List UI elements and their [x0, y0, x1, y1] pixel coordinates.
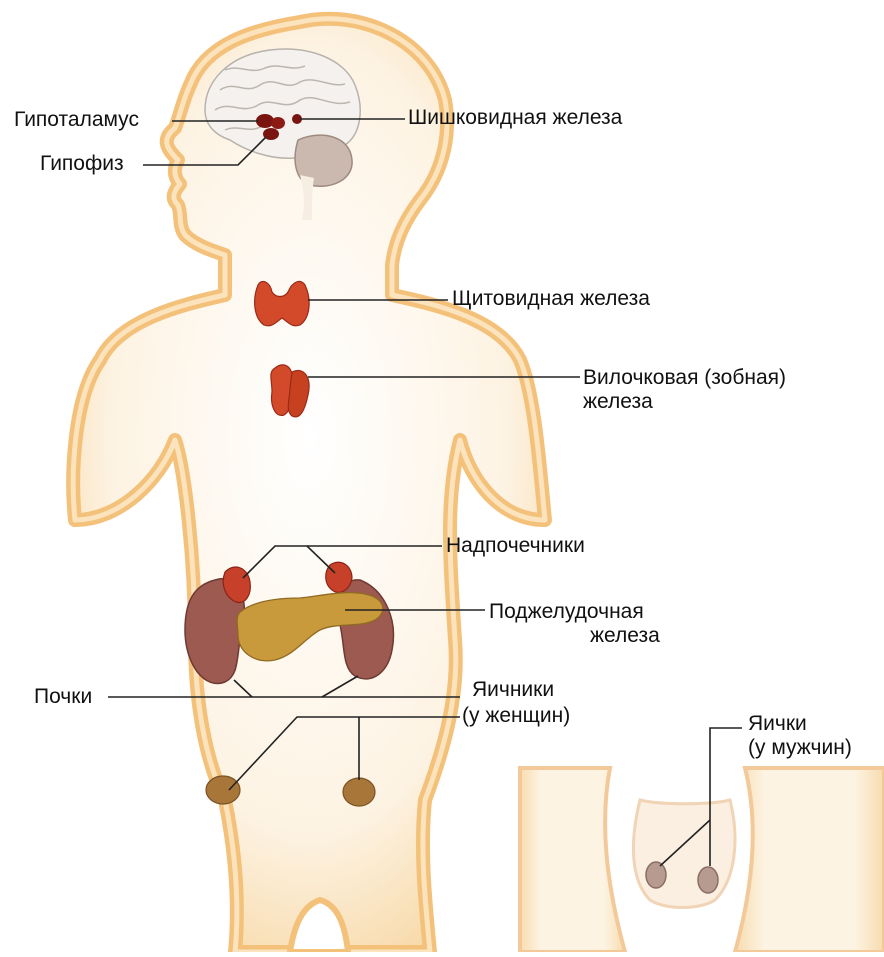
label-thymus-line2: железа — [583, 390, 653, 414]
label-testes-line2: (у мужчин) — [748, 736, 852, 760]
label-ovaries-line1: Яичники — [472, 678, 554, 702]
label-pancreas-line2: железа — [590, 624, 660, 648]
right-testis — [698, 867, 718, 893]
label-pituitary: Гипофиз — [40, 152, 124, 176]
label-pineal: Шишковидная железа — [408, 106, 622, 130]
label-thyroid: Щитовидная железа — [452, 287, 650, 311]
thymus-gland — [271, 365, 309, 417]
left-testis — [646, 862, 666, 888]
male-inset — [512, 768, 884, 952]
right-ovary — [343, 778, 375, 806]
label-ovaries-line2: (у женщин) — [462, 704, 570, 728]
label-kidneys: Почки — [34, 685, 92, 709]
label-pancreas-line1: Поджелудочная — [489, 600, 644, 624]
left-ovary — [206, 776, 240, 804]
label-adrenals: Надпочечники — [446, 534, 585, 558]
label-thymus-line1: Вилочковая (зобная) — [583, 366, 786, 390]
label-hypothalamus: Гипоталамус — [14, 108, 139, 132]
label-testes-line1: Яички — [748, 712, 807, 736]
